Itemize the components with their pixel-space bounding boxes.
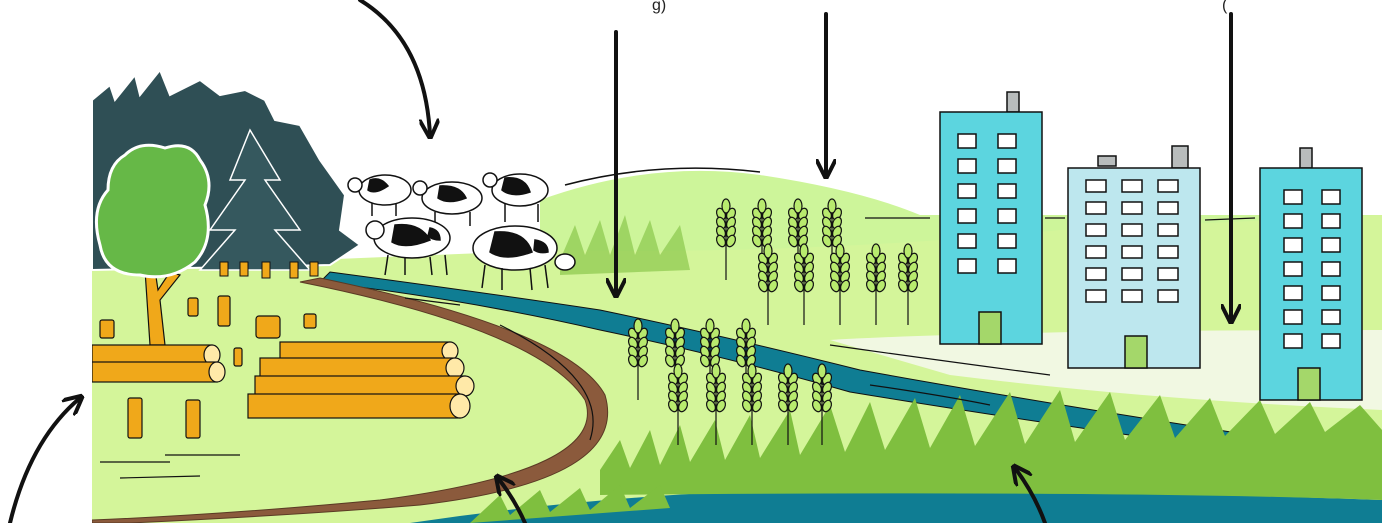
window <box>1158 224 1178 236</box>
window <box>1158 246 1178 258</box>
log-pile-right <box>248 342 474 418</box>
window <box>1158 202 1178 214</box>
window <box>1086 202 1106 214</box>
window <box>1158 180 1178 192</box>
window <box>1284 262 1302 276</box>
window <box>1086 180 1106 192</box>
log-icon <box>260 358 455 378</box>
window <box>1322 286 1340 300</box>
building-icon <box>1260 148 1362 400</box>
window <box>1322 262 1340 276</box>
window <box>958 134 976 148</box>
window <box>998 184 1016 198</box>
window <box>958 234 976 248</box>
window <box>998 209 1016 223</box>
building-icon <box>1068 146 1200 368</box>
stump-icon <box>304 314 316 328</box>
stump-icon <box>100 320 114 338</box>
landscape-panel <box>92 70 1382 523</box>
log-icon <box>248 394 460 418</box>
window <box>1322 334 1340 348</box>
window <box>1122 180 1142 192</box>
log-pile-left <box>92 345 225 382</box>
window <box>998 134 1016 148</box>
window <box>998 259 1016 273</box>
window <box>958 184 976 198</box>
arrow-icon <box>10 398 80 523</box>
window <box>998 159 1016 173</box>
window <box>1086 268 1106 280</box>
window <box>1122 224 1142 236</box>
clipped-label-right: ( <box>1222 0 1228 14</box>
stump-icon <box>256 316 280 338</box>
window <box>1322 310 1340 324</box>
stump-icon <box>188 298 198 316</box>
window <box>1122 202 1142 214</box>
log-icon <box>92 362 217 382</box>
window <box>958 259 976 273</box>
cow-icon <box>348 175 411 216</box>
window <box>1284 190 1302 204</box>
log-icon <box>255 376 465 396</box>
window <box>1284 238 1302 252</box>
window <box>1158 268 1178 280</box>
window <box>1284 334 1302 348</box>
window <box>1158 290 1178 302</box>
window <box>1322 238 1340 252</box>
stump-icon <box>128 398 142 438</box>
cow-icon <box>483 173 548 222</box>
window <box>1284 310 1302 324</box>
window <box>1086 224 1106 236</box>
window <box>1322 214 1340 228</box>
building-icon <box>940 92 1042 344</box>
window <box>1284 214 1302 228</box>
window <box>998 234 1016 248</box>
window <box>1322 190 1340 204</box>
deciduous-tree-icon <box>96 145 209 277</box>
clipped-label-center: g) <box>652 0 666 14</box>
arrow-icon <box>360 0 430 135</box>
window <box>1284 286 1302 300</box>
window <box>1122 290 1142 302</box>
window <box>958 209 976 223</box>
log-icon <box>280 342 450 360</box>
window <box>1086 246 1106 258</box>
window <box>1122 268 1142 280</box>
stump-icon <box>234 348 242 366</box>
window <box>958 159 976 173</box>
window <box>1122 246 1142 258</box>
window <box>1086 290 1106 302</box>
stump-icon <box>186 400 200 438</box>
stump-icon <box>218 296 230 326</box>
